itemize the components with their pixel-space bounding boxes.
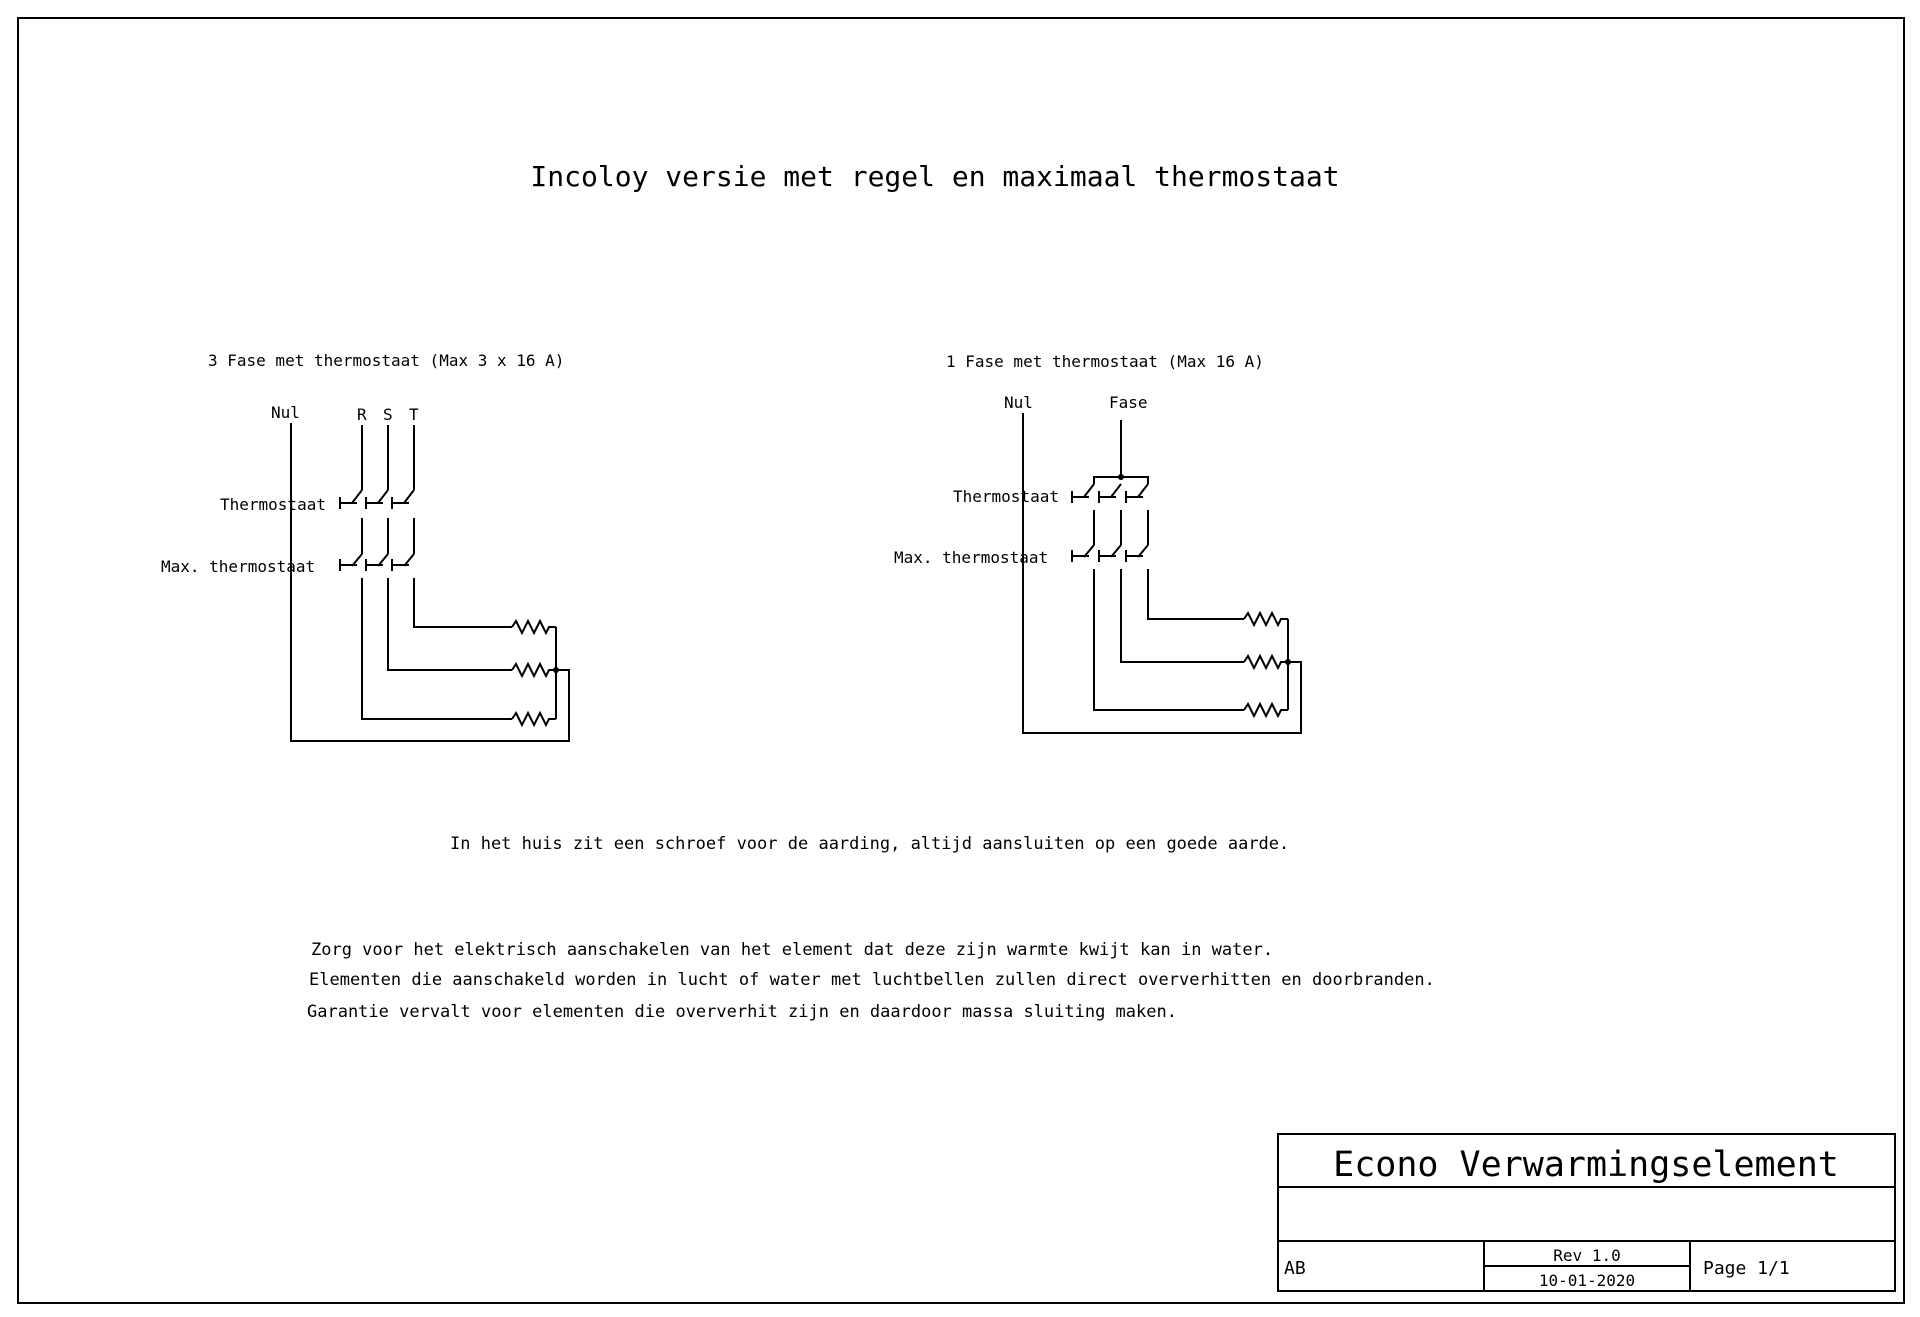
phase-label-s: S	[383, 405, 393, 424]
title-block-page: Page 1/1	[1703, 1258, 1790, 1279]
title-block-revision: Rev 1.0	[1553, 1246, 1620, 1265]
thermostat-contacts-1phase	[1071, 483, 1149, 545]
diagram-1phase-heading: 1 Fase met thermostaat (Max 16 A)	[946, 352, 1264, 371]
resistor-2-3phase	[511, 661, 556, 679]
phase-label-1phase: Fase	[1109, 393, 1148, 412]
phase-label-t: T	[409, 405, 419, 424]
warning-line-1: Zorg voor het elektrisch aanschakelen va…	[311, 940, 1273, 960]
max-thermostat-label-1phase: Max. thermostaat	[894, 548, 1048, 567]
warning-line-3: Garantie vervalt voor elementen die over…	[307, 1002, 1177, 1022]
title-block-author: AB	[1284, 1258, 1306, 1279]
max-thermostat-contacts-3phase	[339, 553, 415, 604]
thermostat-contacts-3phase	[339, 489, 415, 554]
warning-line-2: Elementen die aanschakeld worden in luch…	[309, 970, 1435, 990]
max-thermostat-label-3phase: Max. thermostaat	[161, 557, 315, 576]
max-thermostat-contacts-1phase	[1071, 544, 1149, 595]
resistor-3-1phase	[1243, 701, 1288, 719]
diagram-3phase-heading: 3 Fase met thermostaat (Max 3 x 16 A)	[208, 351, 564, 370]
resistor-1-1phase	[1243, 610, 1288, 628]
neutral-label-3phase: Nul	[271, 403, 300, 422]
title-block-name: Econo Verwarmingselement	[1333, 1145, 1839, 1185]
title-block-date: 10-01-2020	[1539, 1271, 1635, 1290]
diagram-1phase: 1 Fase met thermostaat (Max 16 A) Nul Fa…	[894, 352, 1302, 734]
resistor-2-1phase	[1243, 653, 1288, 671]
drawing-title: Incoloy versie met regel en maximaal the…	[530, 160, 1339, 193]
earthing-note: In het huis zit een schroef voor de aard…	[450, 834, 1289, 854]
notes: In het huis zit een schroef voor de aard…	[307, 834, 1435, 1022]
wiring-1phase	[1022, 413, 1302, 734]
thermostat-label-3phase: Thermostaat	[220, 495, 326, 514]
resistor-1-3phase	[511, 618, 556, 636]
title-block: Econo Verwarmingselement AB Rev 1.0 10-0…	[1277, 1133, 1896, 1292]
resistor-3-3phase	[511, 710, 556, 728]
drawing-border	[17, 17, 1905, 1304]
thermostat-label-1phase: Thermostaat	[953, 487, 1059, 506]
neutral-label-1phase: Nul	[1004, 393, 1033, 412]
diagram-3phase: 3 Fase met thermostaat (Max 3 x 16 A) Nu…	[161, 351, 570, 742]
wiring-3phase	[290, 423, 570, 742]
phase-label-r: R	[357, 405, 367, 424]
